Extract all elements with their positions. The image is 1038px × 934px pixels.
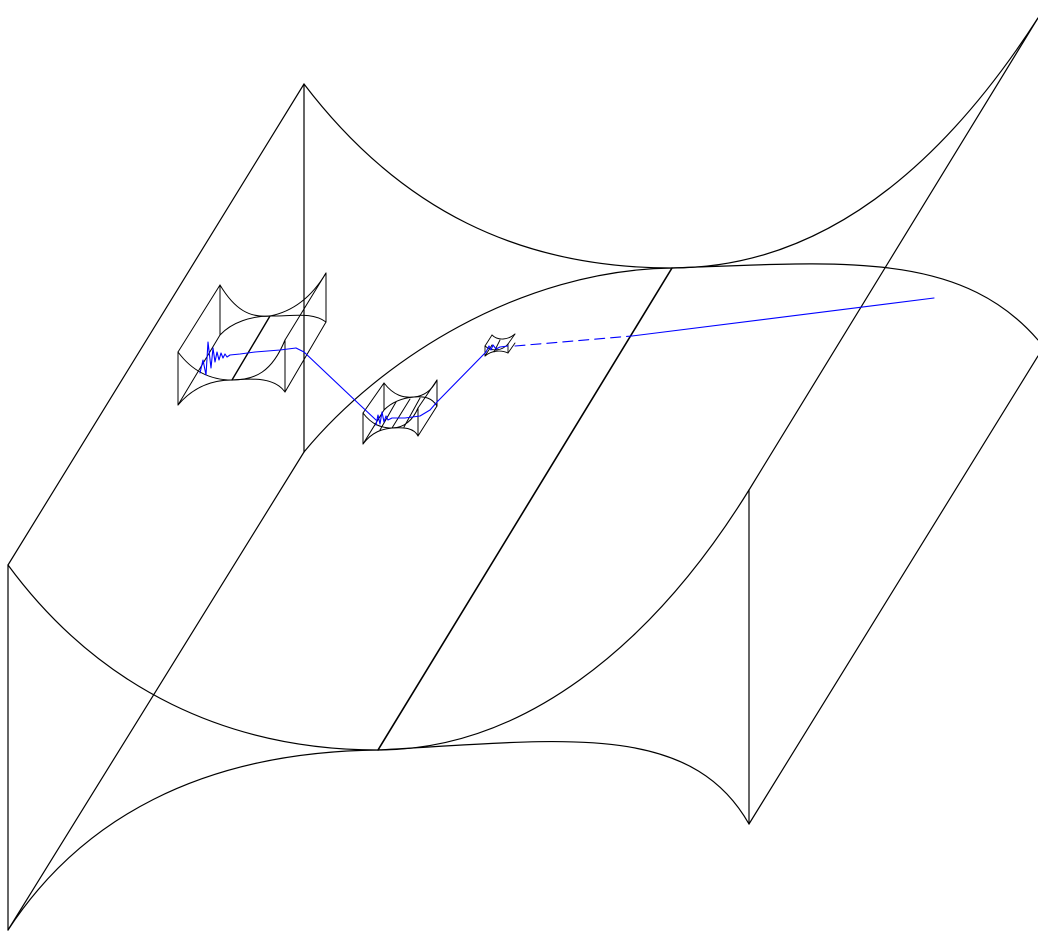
small-box-back-curve [220, 273, 326, 316]
tiny-box-bottom-right [508, 343, 515, 353]
smaller-box-mid-curve [384, 397, 437, 410]
middle-back-curve [304, 264, 1038, 452]
zoom-trajectory-line [200, 298, 934, 425]
saddle-surface-tiny [485, 334, 515, 356]
trajectory-segment-2 [430, 352, 486, 410]
trajectory-segment-final [632, 298, 934, 336]
trajectory-segment-1 [296, 348, 376, 420]
smaller-box-bottom-left [363, 410, 384, 444]
small-box-front-curve [178, 340, 285, 380]
tiny-box-top-left [485, 335, 492, 346]
bottom-right-edge [749, 356, 1038, 824]
lower-front-curve [8, 742, 749, 930]
small-box-bottom-left [178, 335, 220, 405]
smaller-box-back-curve [384, 380, 437, 397]
back-curve [304, 18, 1038, 268]
small-box-top-left [178, 285, 220, 352]
small-box-lower-curve [178, 379, 285, 405]
saddle-surface-wireframe [8, 18, 1038, 930]
front-curve [8, 490, 749, 750]
small-box-bottom-right [285, 322, 326, 392]
tiny-box-top-right [508, 334, 515, 344]
smaller-box-bottom-right [418, 406, 437, 436]
smaller-box-top-left [363, 383, 384, 413]
top-left-edge [8, 84, 304, 565]
small-box-mid-curve [220, 315, 326, 335]
central-ridge [378, 268, 672, 750]
tiny-box-lower-curve [485, 351, 508, 356]
bottom-left-edge [8, 452, 304, 930]
top-right-edge [749, 18, 1038, 490]
hidden-trajectory-segment [515, 336, 632, 346]
